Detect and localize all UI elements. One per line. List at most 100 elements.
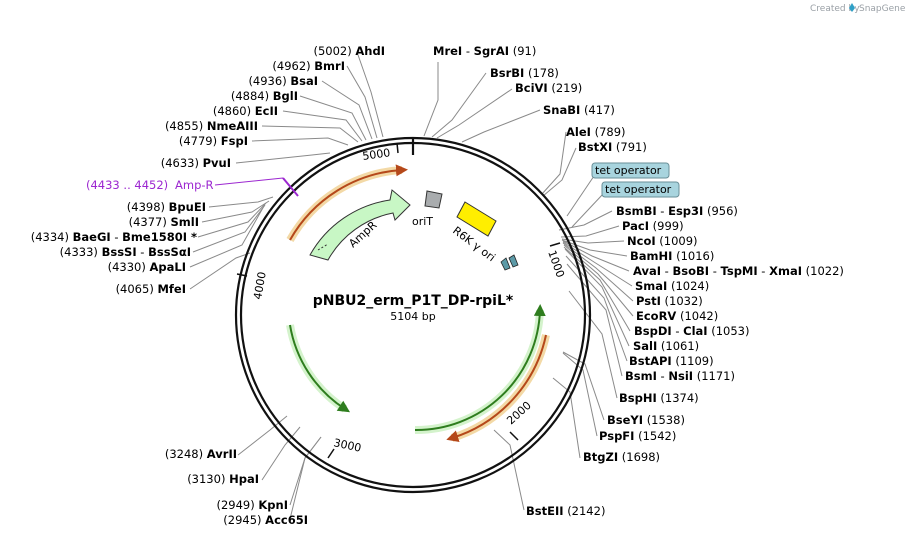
site-enzyme-name: SalI xyxy=(633,339,657,353)
tet-operator-mark-1 xyxy=(500,257,511,271)
tick-1000-mark xyxy=(549,242,561,247)
orf-left-arrow xyxy=(289,324,351,413)
leader-apali xyxy=(189,205,265,268)
site-position: (4936) xyxy=(248,74,286,88)
site-position: (91) xyxy=(513,44,537,58)
tick-2000-mark xyxy=(509,431,519,441)
leader-bgli xyxy=(299,95,367,141)
site-label-bseyi: BseYI (1538) xyxy=(607,413,685,427)
site-position: (4962) xyxy=(272,59,310,73)
site-enzyme-name: XmaI xyxy=(769,264,802,278)
site-position: (1022) xyxy=(806,264,844,278)
amp-r-primer-leader xyxy=(214,177,284,186)
site-enzyme-name: NsiI xyxy=(668,369,693,383)
site-enzyme-name: PspFI xyxy=(599,429,634,443)
site-enzyme-name: ApaLI xyxy=(150,260,187,274)
site-enzyme-name: HpaI xyxy=(229,472,259,486)
site-position: (4334) xyxy=(31,230,69,244)
site-position: (1042) xyxy=(680,309,718,323)
tick-label-5000: 5000 xyxy=(362,146,392,163)
restriction-site-labels: (5002) AhdI(4962) BmrI(4936) BsaI(4884) … xyxy=(31,44,844,527)
site-label-avai: AvaI - BsoBI - TspMI - XmaI (1022) xyxy=(633,264,844,278)
site-enzyme-name: BglI xyxy=(273,89,298,103)
site-position: (1698) xyxy=(622,450,660,464)
leader-nmeaiii xyxy=(261,125,359,143)
site-label-mfei: (4065) MfeI xyxy=(116,282,186,296)
site-label-bsrbi: BsrBI (178) xyxy=(490,66,559,80)
leader-alei xyxy=(541,131,567,195)
tet-operator-label-1: tet operator xyxy=(595,164,662,177)
site-position: (1171) xyxy=(697,369,735,383)
orf-left-glow xyxy=(286,324,348,413)
leader-bmri xyxy=(346,65,378,139)
site-label-kpni: (2949) KpnI xyxy=(216,498,288,512)
site-label-psti: PstI (1032) xyxy=(636,294,703,308)
site-position: (4398) xyxy=(127,200,165,214)
site-enzyme-name: EcoRV xyxy=(636,309,676,323)
site-position: (2142) xyxy=(567,504,605,518)
site-enzyme-name: PstI xyxy=(636,294,661,308)
site-label-ecorv: EcoRV (1042) xyxy=(636,309,718,323)
site-position: (1374) xyxy=(660,391,698,405)
leader-bamhi xyxy=(561,239,628,257)
site-enzyme-name: AvaI xyxy=(633,264,661,278)
site-position: (4065) xyxy=(116,282,154,296)
site-position: (1009) xyxy=(659,234,697,248)
amp-r-primer-label: Amp-R xyxy=(175,178,214,192)
site-position: (1016) xyxy=(676,249,714,263)
site-separator: - xyxy=(661,264,672,278)
site-enzyme-name: SmlI xyxy=(171,215,200,229)
site-label-ncoi: NcoI (1009) xyxy=(627,234,698,248)
site-enzyme-name: ClaI xyxy=(683,324,707,338)
site-label-smli: (4377) SmlI xyxy=(129,215,199,229)
site-label-bsai: (4936) BsaI xyxy=(248,74,318,88)
site-enzyme-name: TspMI xyxy=(721,264,758,278)
tet-operator-label-2: tet operator xyxy=(605,183,672,196)
leader-fspi xyxy=(251,137,349,146)
amp-r-primer-range: (4433 .. 4452) xyxy=(86,178,168,192)
site-label-mrei: MreI - SgrAI (91) xyxy=(433,44,536,58)
site-enzyme-name: NmeAIII xyxy=(207,119,258,133)
site-enzyme-name: Acc65I xyxy=(265,513,308,527)
leader-bcivi xyxy=(436,88,513,139)
site-position: (1061) xyxy=(661,339,699,353)
leader-bsrbi xyxy=(431,72,487,138)
site-label-bstxi: BstXI (791) xyxy=(578,140,647,154)
tick-5000-mark xyxy=(396,142,399,154)
orit-label: oriT xyxy=(412,215,433,228)
leader-pvui xyxy=(235,152,331,164)
site-label-alei: AleI (789) xyxy=(566,125,626,139)
r6k-ori-feature xyxy=(456,201,497,237)
leader-hpai xyxy=(261,426,301,481)
site-position: (789) xyxy=(595,125,626,139)
site-position: (4330) xyxy=(108,260,146,274)
tet-operator-box-2 xyxy=(601,181,680,198)
plasmid-name: pNBU2_erm_P1T_DP-rpiL* xyxy=(313,293,514,309)
site-position: (1109) xyxy=(675,354,713,368)
leader-ecli xyxy=(282,110,363,142)
site-enzyme-name: BstAPI xyxy=(629,354,672,368)
site-position: (2945) xyxy=(223,513,261,527)
site-enzyme-name: EcII xyxy=(255,104,278,118)
amp-r-primer-mark xyxy=(282,177,299,197)
site-enzyme-name: SmaI xyxy=(635,279,667,293)
leader-mrei xyxy=(423,62,439,137)
site-position: (4855) xyxy=(165,119,203,133)
site-enzyme-name: FspI xyxy=(221,134,248,148)
leader-bsssi xyxy=(192,204,266,253)
site-label-smai: SmaI (1024) xyxy=(635,279,709,293)
leader-mfei xyxy=(189,252,251,290)
site-position: (4860) xyxy=(213,104,251,118)
leader-tet-operator-1 xyxy=(566,175,595,217)
site-label-pspfi: PspFI (1542) xyxy=(599,429,676,443)
tick-label-4000: 4000 xyxy=(251,271,269,301)
site-enzyme-name: MreI xyxy=(433,44,462,58)
site-label-bsteii: BstEII (2142) xyxy=(526,504,605,518)
site-position: (1024) xyxy=(671,279,709,293)
site-position: (4884) xyxy=(231,89,269,103)
snapgene-logo-icon xyxy=(849,3,855,12)
leader-paci xyxy=(560,225,620,238)
leader-bsai xyxy=(321,80,373,140)
site-enzyme-name: BsmI xyxy=(625,369,657,383)
site-enzyme-name: Esp3I xyxy=(668,204,703,218)
